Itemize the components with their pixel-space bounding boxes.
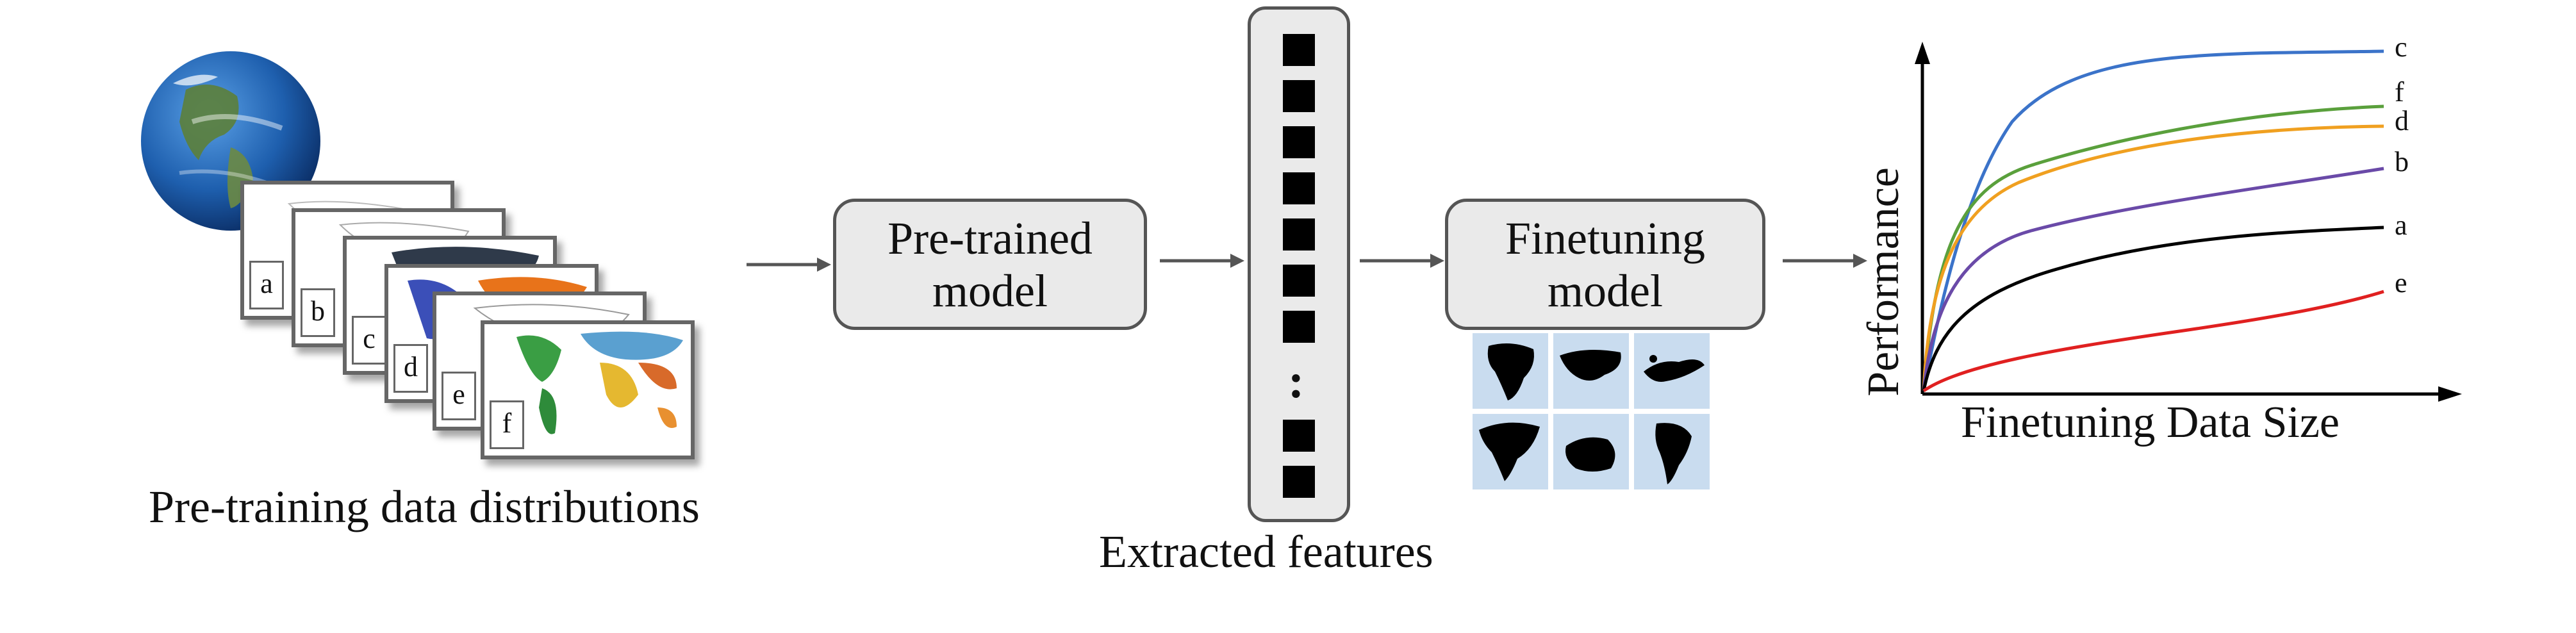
curve-a [1922, 226, 2384, 391]
feature-cell [1283, 311, 1315, 343]
continent-tile-asia [1553, 333, 1629, 409]
continent-tile-africa [1473, 333, 1548, 409]
feature-cell [1283, 80, 1315, 112]
card-label-e: e [442, 372, 476, 420]
feature-cell [1283, 466, 1315, 498]
card-label-b: b [301, 288, 335, 337]
curve-b [1922, 167, 2384, 391]
curve-label-c: c [2395, 31, 2407, 63]
features-caption: Extracted features [1099, 526, 1433, 577]
curve-c [1922, 49, 2384, 391]
chart-axes [1915, 42, 2462, 402]
pretrained-model-line2: model [932, 265, 1048, 316]
continent-tile-europe [1634, 333, 1710, 409]
curve-label-d: d [2395, 105, 2409, 136]
continent-tile-north-america [1473, 414, 1548, 489]
curve-f [1922, 104, 2384, 391]
curve-label-b: b [2395, 146, 2409, 177]
card-label-f: f [490, 400, 524, 449]
performance-chart [1915, 42, 2462, 402]
arrow-4-icon [1783, 254, 1867, 268]
arrow-1-icon [747, 258, 831, 272]
chart-y-axis-label: Performance [1859, 167, 1908, 397]
card-label-a: a [249, 261, 284, 309]
pretrained-model-box: Pre-trained model [833, 199, 1147, 330]
feature-cell [1283, 126, 1315, 158]
feature-vector: : [1248, 6, 1350, 522]
map-card-f: f [481, 320, 695, 459]
feature-cell [1283, 265, 1315, 297]
feature-cell [1283, 420, 1315, 452]
feature-ellipsis: : [1288, 354, 1305, 408]
curve-d [1922, 124, 2384, 391]
feature-cell [1283, 172, 1315, 204]
curve-label-e: e [2395, 267, 2407, 299]
feature-cell [1283, 218, 1315, 251]
card-label-c: c [352, 316, 386, 365]
finetuning-model-line1: Finetuning [1505, 212, 1705, 264]
curve-label-f: f [2395, 76, 2404, 108]
feature-cell [1283, 34, 1315, 66]
finetuning-model-line2: model [1548, 265, 1663, 316]
arrow-3-icon [1360, 254, 1444, 268]
curve-e [1922, 290, 2384, 393]
chart-x-axis-label: Finetuning Data Size [1961, 398, 2340, 447]
arrow-2-icon [1160, 254, 1244, 268]
finetuning-model-box: Finetuning model [1445, 199, 1765, 330]
curve-label-a: a [2395, 210, 2407, 241]
continent-tile-australia [1553, 414, 1629, 489]
card-label-d: d [393, 344, 428, 393]
pretraining-caption: Pre-training data distributions [149, 481, 700, 532]
continent-tile-south-america [1634, 414, 1710, 489]
pretrained-model-line1: Pre-trained [888, 212, 1093, 264]
